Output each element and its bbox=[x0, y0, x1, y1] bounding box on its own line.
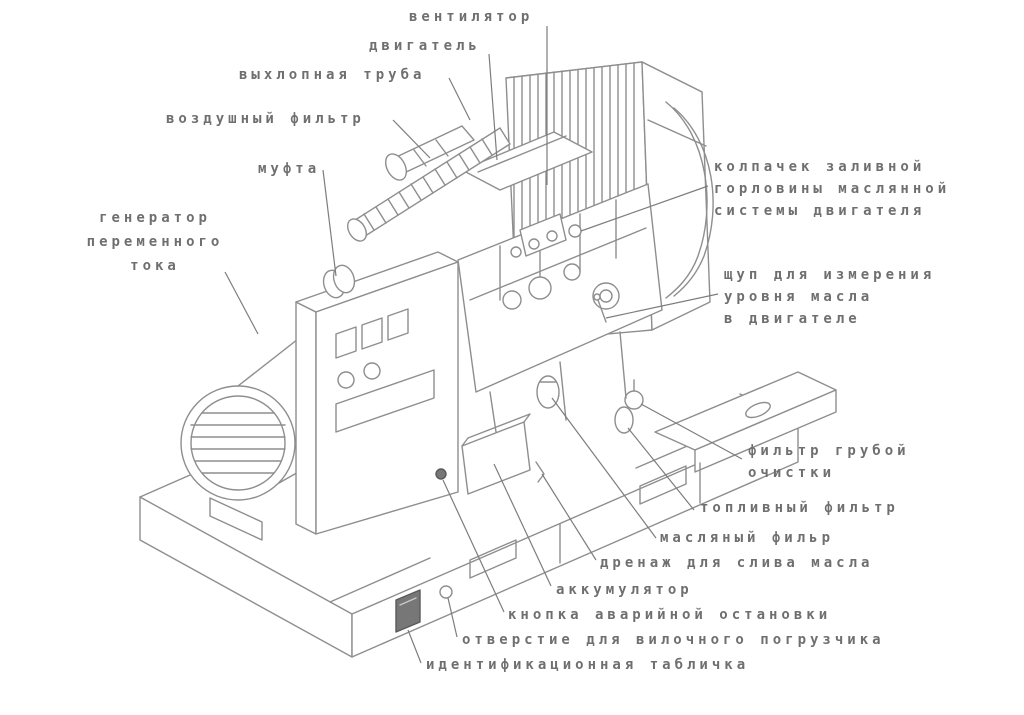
label-oil-dipstick: щуп для измерения уровня масла в двигате… bbox=[724, 267, 936, 327]
leader-exhaust-pipe bbox=[448, 77, 471, 121]
exhaust-air-filter-drawing bbox=[347, 125, 511, 242]
leader-air-filter bbox=[392, 119, 431, 159]
label-oil-filter: масляный фильр bbox=[660, 530, 835, 546]
leader-engine bbox=[488, 53, 498, 161]
leader-id-plate bbox=[407, 629, 422, 664]
label-oil-filler-cap: колпачек заливной горловины маслянной си… bbox=[714, 159, 951, 219]
label-air-filter: воздушный фильтр bbox=[166, 111, 365, 127]
leader-alternator bbox=[224, 271, 259, 335]
control-cabinet-drawing bbox=[295, 251, 459, 535]
label-engine: двигатель bbox=[369, 38, 481, 54]
leader-oil-filter bbox=[551, 397, 657, 539]
label-fan: вентилятор bbox=[409, 9, 534, 25]
label-oil-drain: дренаж для слива масла bbox=[600, 555, 874, 571]
leader-oil-filler-cap bbox=[580, 185, 709, 232]
label-coupling: муфта bbox=[258, 161, 321, 177]
leader-emergency-stop bbox=[442, 479, 505, 613]
label-exhaust-pipe: выхлопная труба bbox=[239, 67, 426, 83]
label-alternator: генератор переменного тока bbox=[86, 210, 224, 274]
label-emergency-stop: кнопка аварийной остановки bbox=[508, 607, 832, 623]
engine-drawing bbox=[457, 131, 663, 495]
leader-fuel-filter bbox=[627, 427, 695, 511]
leader-coarse-filter bbox=[640, 403, 743, 460]
emergency-stop-knob bbox=[435, 468, 447, 480]
base-skid-drawing bbox=[139, 371, 837, 658]
leader-forklift-opening bbox=[447, 597, 458, 638]
label-forklift-opening: отверстие для вилочного погрузчика bbox=[462, 632, 885, 648]
leader-oil-dipstick bbox=[605, 293, 719, 319]
label-battery: аккумулятор bbox=[556, 582, 693, 598]
leader-lines bbox=[224, 26, 743, 664]
leader-battery bbox=[493, 463, 552, 587]
leader-coupling bbox=[322, 169, 337, 277]
label-fuel-filter: топливный фильтр bbox=[700, 500, 899, 516]
leader-oil-drain bbox=[541, 473, 597, 561]
label-id-plate: идентификационная табличка bbox=[426, 657, 750, 673]
label-coarse-filter: фильтр грубой очистки bbox=[748, 443, 910, 481]
coupling-drawing bbox=[322, 264, 356, 299]
